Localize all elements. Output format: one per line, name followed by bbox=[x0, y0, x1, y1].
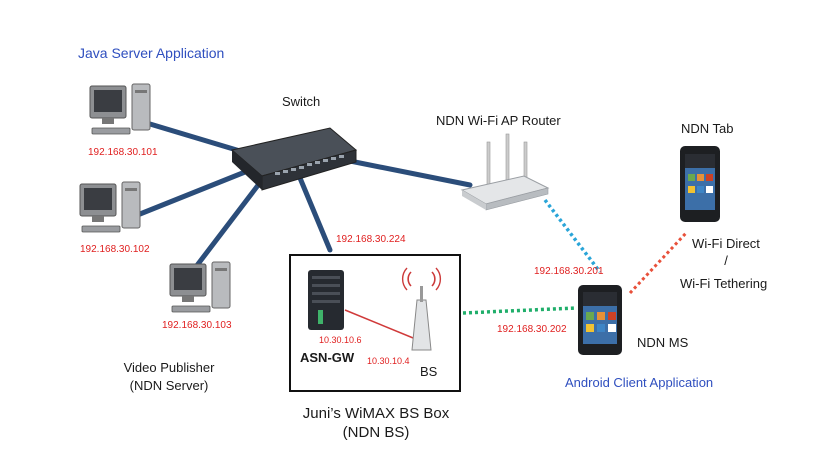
server3-ip-label: 192.168.30.103 bbox=[162, 320, 232, 331]
asn-gw-server bbox=[308, 270, 344, 330]
slash-text: / bbox=[724, 253, 728, 268]
wifi-direct-text: Wi-Fi Direct bbox=[692, 236, 760, 251]
asn-gw-label: ASN-GW bbox=[300, 350, 355, 365]
ethernet-links bbox=[127, 121, 473, 271]
link-switch-router bbox=[342, 157, 473, 188]
server-computer-2 bbox=[79, 181, 141, 233]
box-uplink-ip-label: 192.168.30.224 bbox=[336, 234, 406, 245]
switch-label: Switch bbox=[282, 94, 321, 109]
wimax-box-title-line2: (NDN BS) bbox=[342, 424, 410, 441]
wifi-tethering-text: Wi-Fi Tethering bbox=[680, 276, 768, 291]
server1-ip-label: 192.168.30.101 bbox=[88, 147, 158, 158]
video-publisher-line2: (NDN Server) bbox=[129, 378, 209, 393]
switch-device bbox=[230, 127, 358, 191]
server-computer-3 bbox=[169, 261, 231, 313]
wimax-bs-box bbox=[289, 254, 461, 392]
link-switch-box bbox=[297, 175, 333, 253]
ndn-tab-device bbox=[680, 146, 720, 222]
ap-router-label: NDN Wi-Fi AP Router bbox=[436, 113, 561, 128]
ndn-ms-label: NDN MS bbox=[637, 335, 689, 350]
ndn-tab-label: NDN Tab bbox=[681, 121, 734, 136]
ms-ip-label: 192.168.30.202 bbox=[497, 324, 567, 335]
link-bs-ms-wimax bbox=[462, 306, 577, 315]
link-ms-tab-tether bbox=[628, 230, 689, 295]
wifi-router-device bbox=[460, 133, 550, 211]
wimax-box-title-line1: Juni’s WiMAX BS Box bbox=[302, 405, 450, 422]
video-publisher-line1: Video Publisher bbox=[123, 360, 215, 375]
wifi-direct-tethering-label: Wi-Fi Direct / bbox=[686, 235, 766, 269]
bs-antenna bbox=[401, 267, 442, 351]
bs-ip-label: 10.30.10.4 bbox=[367, 356, 410, 366]
router-link-ip-label: 192.168.30.201 bbox=[534, 266, 604, 277]
video-publisher-label: Video Publisher (NDN Server) bbox=[108, 359, 230, 395]
server2-ip-label: 192.168.30.102 bbox=[80, 244, 150, 255]
server-computer-1 bbox=[89, 83, 151, 135]
asn-gw-ip-label: 10.30.10.6 bbox=[319, 335, 362, 345]
link-asn-bs bbox=[344, 309, 419, 341]
link-server3-switch bbox=[192, 177, 265, 271]
bs-label: BS bbox=[420, 364, 438, 379]
link-router-ms-wifi bbox=[543, 198, 602, 274]
link-server2-switch bbox=[127, 167, 253, 221]
java-server-application-label: Java Server Application bbox=[78, 45, 225, 61]
link-server1-switch bbox=[147, 121, 253, 157]
ndn-ms-phone bbox=[578, 285, 622, 355]
wimax-box-title: Juni’s WiMAX BS Box (NDN BS) bbox=[278, 404, 474, 442]
android-client-application-label: Android Client Application bbox=[565, 375, 714, 390]
